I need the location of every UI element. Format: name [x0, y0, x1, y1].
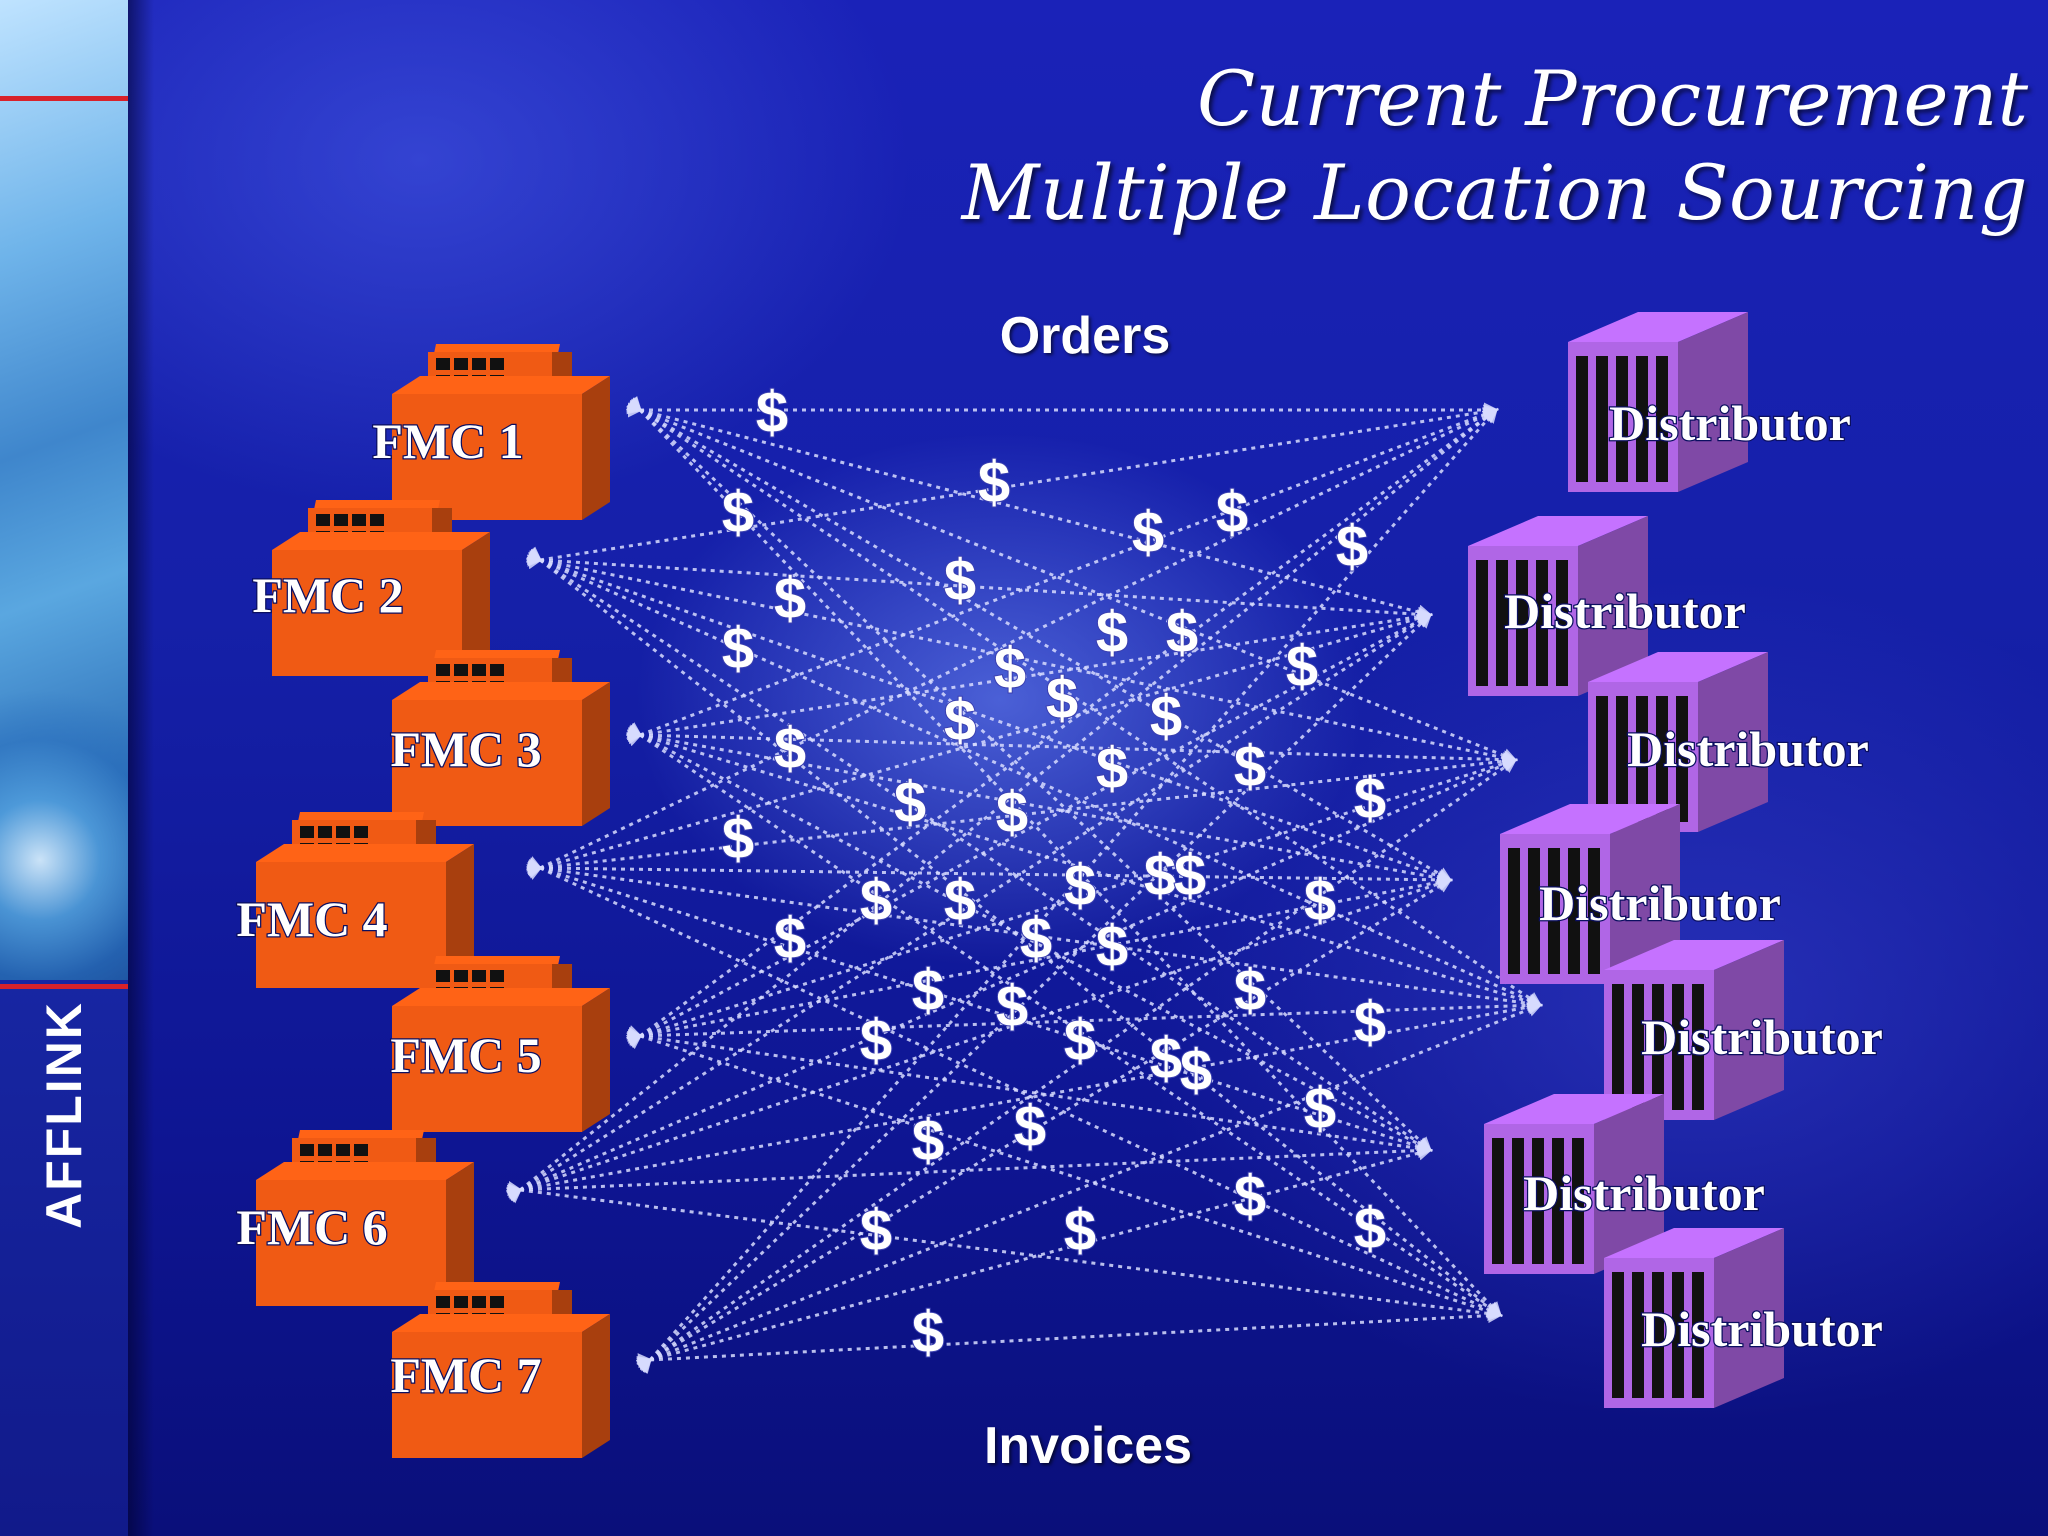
distributor-7-label: Distributor — [1641, 1301, 1883, 1357]
title-line-2: Multiple Location Sourcing — [961, 148, 2028, 237]
flow-arrow-fmc5-dist7 — [626, 1025, 1503, 1319]
dollar-sign-icon: $ — [860, 868, 892, 933]
dollar-sign-icon: $ — [1234, 1164, 1266, 1229]
dollar-sign-icon: $ — [996, 974, 1028, 1039]
title-line-1: Current Procurement — [1197, 54, 2028, 143]
dollar-sign-icon: $ — [1304, 868, 1336, 933]
dollar-sign-icon: $ — [1096, 600, 1128, 665]
fmc-6-label: FMC 6 — [236, 1199, 387, 1255]
fmc-2-label: FMC 2 — [252, 567, 403, 623]
distributor-1-building — [1568, 312, 1748, 492]
dollar-sign-icon: $ — [1150, 684, 1182, 749]
dollar-sign-icon: $ — [1150, 1026, 1182, 1091]
dollar-sign-icon: $ — [1096, 914, 1128, 979]
dollar-sign-icon: $ — [944, 868, 976, 933]
band-shadow — [128, 0, 154, 1536]
dollar-sign-icon: $ — [1014, 1094, 1046, 1159]
distributor-5-label: Distributor — [1641, 1009, 1883, 1065]
dollar-sign-icon: $ — [994, 636, 1026, 701]
photo-strip — [0, 0, 128, 980]
orders-label: Orders — [999, 307, 1171, 365]
dollar-sign-icon: $ — [894, 770, 926, 835]
payment-symbols: $$$$$$$$$$$$$$$$$$$$$$$$$$$$$$$$$$$$$$$$… — [721, 379, 1387, 1366]
dollar-sign-icon: $ — [1064, 1198, 1096, 1263]
dollar-sign-icon: $ — [860, 1008, 892, 1073]
dollar-sign-icon: $ — [860, 1198, 892, 1263]
flow-arrow-fmc6-dist6 — [507, 1143, 1433, 1199]
dollar-sign-icon: $ — [912, 958, 944, 1023]
dollar-sign-icon: $ — [1304, 1076, 1336, 1141]
dollar-sign-icon: $ — [912, 1300, 944, 1365]
fmc-6-building — [256, 1130, 474, 1306]
dollar-sign-icon: $ — [722, 616, 754, 681]
dollar-sign-icon: $ — [1354, 766, 1386, 831]
fmc-7-label: FMC 7 — [390, 1347, 541, 1403]
dollar-sign-icon: $ — [756, 380, 788, 445]
fmc-3-label: FMC 3 — [390, 721, 541, 777]
fmc-1-building — [392, 344, 610, 520]
dollar-sign-icon: $ — [1234, 958, 1266, 1023]
red-accent-line — [0, 96, 128, 101]
fmc-3-building — [392, 650, 610, 826]
dollar-sign-icon: $ — [1064, 1008, 1096, 1073]
flow-arrow-fmc7-dist7 — [637, 1308, 1503, 1369]
distributor-4-building — [1500, 804, 1680, 984]
dollar-sign-icon: $ — [996, 780, 1028, 845]
distributor-4-label: Distributor — [1539, 875, 1781, 931]
dollar-sign-icon: $ — [1096, 736, 1128, 801]
dollar-sign-icon: $ — [722, 806, 754, 871]
dollar-sign-icon: $ — [1354, 1196, 1386, 1261]
dollar-sign-icon: $ — [1046, 666, 1078, 731]
dollar-sign-icon: $ — [1180, 1038, 1212, 1103]
fmc-4-building — [256, 812, 474, 988]
distributor-7-building — [1604, 1228, 1784, 1408]
dollar-sign-icon: $ — [978, 450, 1010, 515]
dollar-sign-icon: $ — [1132, 500, 1164, 565]
dollar-sign-icon: $ — [1286, 634, 1318, 699]
dollar-sign-icon: $ — [1166, 600, 1198, 665]
dollar-sign-icon: $ — [1064, 853, 1096, 918]
dollar-sign-icon: $ — [774, 566, 806, 631]
distributor-3-label: Distributor — [1627, 721, 1869, 777]
slide-title: Current Procurement Multiple Location So… — [962, 52, 2028, 240]
dollar-sign-icon: $ — [1174, 843, 1206, 908]
dollar-sign-icon: $ — [774, 906, 806, 971]
fmc-4-label: FMC 4 — [236, 891, 387, 947]
distributor-2-building — [1468, 516, 1648, 696]
distributor-2-label: Distributor — [1504, 583, 1746, 639]
dollar-sign-icon: $ — [912, 1108, 944, 1173]
fmc-1-label: FMC 1 — [372, 413, 523, 469]
fmc-group: FMC 1 FMC 2 FMC 3 FMC 4 FMC 5 FMC 6 FMC 7 — [235, 344, 610, 1458]
invoices-label: Invoices — [983, 1417, 1193, 1475]
dollar-sign-icon: $ — [1216, 480, 1248, 545]
dollar-sign-icon: $ — [1234, 734, 1266, 799]
dollar-sign-icon: $ — [1020, 906, 1052, 971]
dollar-sign-icon: $ — [774, 716, 806, 781]
dollar-sign-icon: $ — [1336, 514, 1368, 579]
red-accent-line — [0, 984, 128, 989]
distributor-group: DistributorDistributorDistributorDistrib… — [1468, 312, 1884, 1408]
order-invoice-arrows — [505, 396, 1543, 1374]
fmc-5-label: FMC 5 — [390, 1027, 541, 1083]
left-band: AFFLINK — [0, 0, 128, 1536]
fmc-2-building — [272, 500, 490, 676]
dollar-sign-icon: $ — [1144, 843, 1176, 908]
dollar-sign-icon: $ — [722, 480, 754, 545]
fmc-7-building — [392, 1282, 610, 1458]
dollar-sign-icon: $ — [1354, 990, 1386, 1055]
fmc-5-building — [392, 956, 610, 1132]
distributor-1-label: Distributor — [1609, 395, 1851, 451]
dollar-sign-icon: $ — [944, 548, 976, 613]
distributor-6-building — [1484, 1094, 1664, 1274]
flow-arrow-fmc7-dist2 — [636, 612, 1433, 1374]
distributor-6-label: Distributor — [1523, 1165, 1765, 1221]
dollar-sign-icon: $ — [944, 688, 976, 753]
